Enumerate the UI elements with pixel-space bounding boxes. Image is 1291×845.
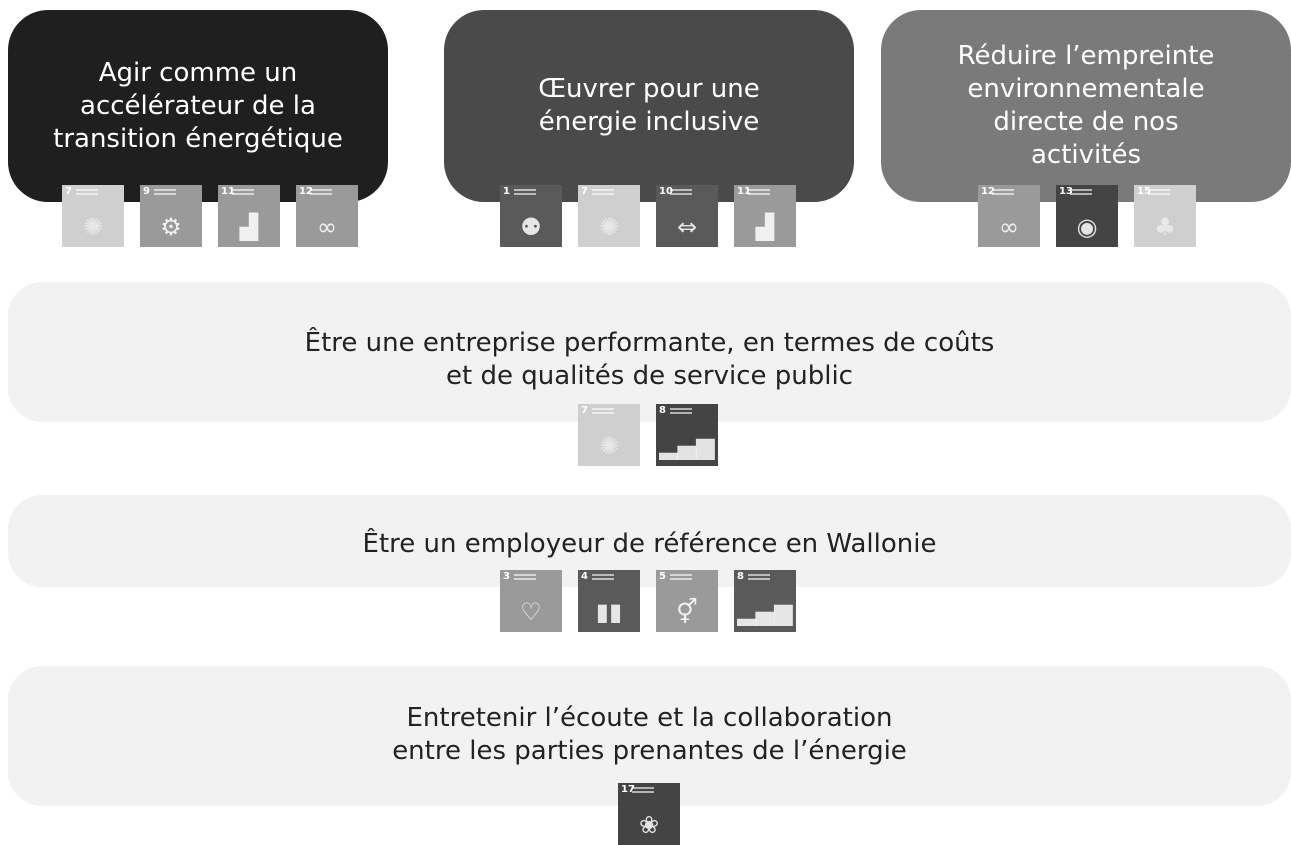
sdg-title-lines <box>514 189 536 195</box>
sdg-title-lines <box>992 189 1014 195</box>
sdg-glyph: ✺ <box>598 432 620 460</box>
equality-icon: 10 ⇔ <box>656 185 718 247</box>
sdg-glyph: ▟ <box>755 213 775 241</box>
sdg-glyph: ∞ <box>317 213 337 241</box>
sdg-number: 3 <box>503 571 510 582</box>
sdg-number: 8 <box>659 405 666 416</box>
sdg-title-lines <box>1148 189 1170 195</box>
sdg-title-lines <box>1070 189 1092 195</box>
city-icon: 11 ▟ <box>734 185 796 247</box>
sdg-row-inclusive: 1⚉7✺10⇔11▟ <box>500 185 796 247</box>
sdg-number: 9 <box>143 186 150 197</box>
sdg-row-collaboration: 17 ❀ <box>618 783 680 845</box>
sun-icon: 7✺ <box>578 185 640 247</box>
book-icon: 4 ▮▮ <box>578 570 640 632</box>
sdg-number: 7 <box>65 186 72 197</box>
sdg-number: 12 <box>299 186 313 197</box>
eye-globe-icon: 13 ◉ <box>1056 185 1118 247</box>
sdg-title-lines <box>514 574 536 580</box>
tree-icon: 15 ♣ <box>1134 185 1196 247</box>
objective-inclusive-label: Œuvrer pour une énergie inclusive <box>538 74 760 137</box>
sdg-number: 11 <box>221 186 235 197</box>
sdg-title-lines <box>232 189 254 195</box>
sdg-title-lines <box>748 189 770 195</box>
sdg-row-accelerator: 7✺9⚙11▟12∞ <box>62 185 358 247</box>
objective-collaboration-bar: Entretenir l’écoute et la collaboration … <box>8 666 1291 806</box>
sun-icon: 7✺ <box>578 404 640 466</box>
objective-inclusive-box: Œuvrer pour une énergie inclusive <box>444 10 854 202</box>
objective-performance-label: Être une entreprise performante, en term… <box>304 328 995 391</box>
sdg-glyph: ♣ <box>1154 213 1176 241</box>
sdg-title-lines <box>670 408 692 414</box>
sdg-row-performance: 7✺8▂▄▆ <box>578 404 718 466</box>
sdg-title-lines <box>76 189 98 195</box>
sdg-number: 7 <box>581 186 588 197</box>
sdg-glyph: ✺ <box>82 213 104 241</box>
sdg-title-lines <box>310 189 332 195</box>
sdg-glyph: ⚥ <box>676 598 698 626</box>
heartbeat-icon: 3♡ <box>500 570 562 632</box>
sdg-glyph: ⚉ <box>520 213 542 241</box>
sdg-glyph: ⇔ <box>676 213 698 241</box>
city-icon: 11 ▟ <box>218 185 280 247</box>
sdg-number: 8 <box>737 571 744 582</box>
sdg-number: 15 <box>1137 186 1151 197</box>
gears-icon: 9⚙ <box>140 185 202 247</box>
sdg-number: 5 <box>659 571 666 582</box>
sdg-title-lines <box>592 189 614 195</box>
sdg-glyph: ▮▮ <box>595 598 623 626</box>
objective-footprint-box: Réduire l’empreinte environnementale dir… <box>881 10 1291 202</box>
sdg-glyph: ▂▄▆ <box>659 432 715 460</box>
sdg-title-lines <box>592 408 614 414</box>
sdg-title-lines <box>670 189 692 195</box>
sdg-glyph: ✺ <box>598 213 620 241</box>
sdg-row-footprint: 12 ∞ 13 ◉ 15 ♣ <box>978 185 1196 247</box>
sdg-glyph: ⚙ <box>160 213 182 241</box>
sdg-number: 1 <box>503 186 510 197</box>
sdg-number: 4 <box>581 571 588 582</box>
sdg-number: 17 <box>621 784 635 795</box>
objective-employer-bar: Être un employeur de référence en Wallon… <box>8 495 1291 587</box>
objective-footprint-label: Réduire l’empreinte environnementale dir… <box>957 41 1215 170</box>
sdg-number: 13 <box>1059 186 1073 197</box>
objective-performance-bar: Être une entreprise performante, en term… <box>8 282 1291 422</box>
infinity-icon: 12 ∞ <box>296 185 358 247</box>
sdg-glyph: ▟ <box>239 213 259 241</box>
sun-icon: 7✺ <box>62 185 124 247</box>
sdg-title-lines <box>154 189 176 195</box>
objective-collaboration-label: Entretenir l’écoute et la collaboration … <box>392 703 907 766</box>
objective-employer-label: Être un employeur de référence en Wallon… <box>362 529 937 559</box>
objective-accelerator-box: Agir comme un accélérateur de la transit… <box>8 10 388 202</box>
sdg-glyph: ❀ <box>638 811 660 839</box>
infinity-icon: 12 ∞ <box>978 185 1040 247</box>
family-icon: 1⚉ <box>500 185 562 247</box>
growth-chart-icon: 8 ▂▄▆ <box>734 570 796 632</box>
sdg-row-employer: 3♡4▮▮5⚥8▂▄▆ <box>500 570 796 632</box>
sdg-number: 7 <box>581 405 588 416</box>
growth-chart-icon: 8 ▂▄▆ <box>656 404 718 466</box>
sdg-number: 12 <box>981 186 995 197</box>
sdg-title-lines <box>632 787 654 793</box>
sdg-glyph: ∞ <box>999 213 1019 241</box>
gender-icon: 5⚥ <box>656 570 718 632</box>
sdg-title-lines <box>592 574 614 580</box>
partnership-icon: 17 ❀ <box>618 783 680 845</box>
sdg-title-lines <box>748 574 770 580</box>
sdg-glyph: ◉ <box>1076 213 1098 241</box>
objective-accelerator-label: Agir comme un accélérateur de la transit… <box>53 57 343 154</box>
sdg-title-lines <box>670 574 692 580</box>
sdg-glyph: ♡ <box>520 598 542 626</box>
sdg-number: 11 <box>737 186 751 197</box>
sdg-glyph: ▂▄▆ <box>737 598 793 626</box>
sdg-number: 10 <box>659 186 673 197</box>
